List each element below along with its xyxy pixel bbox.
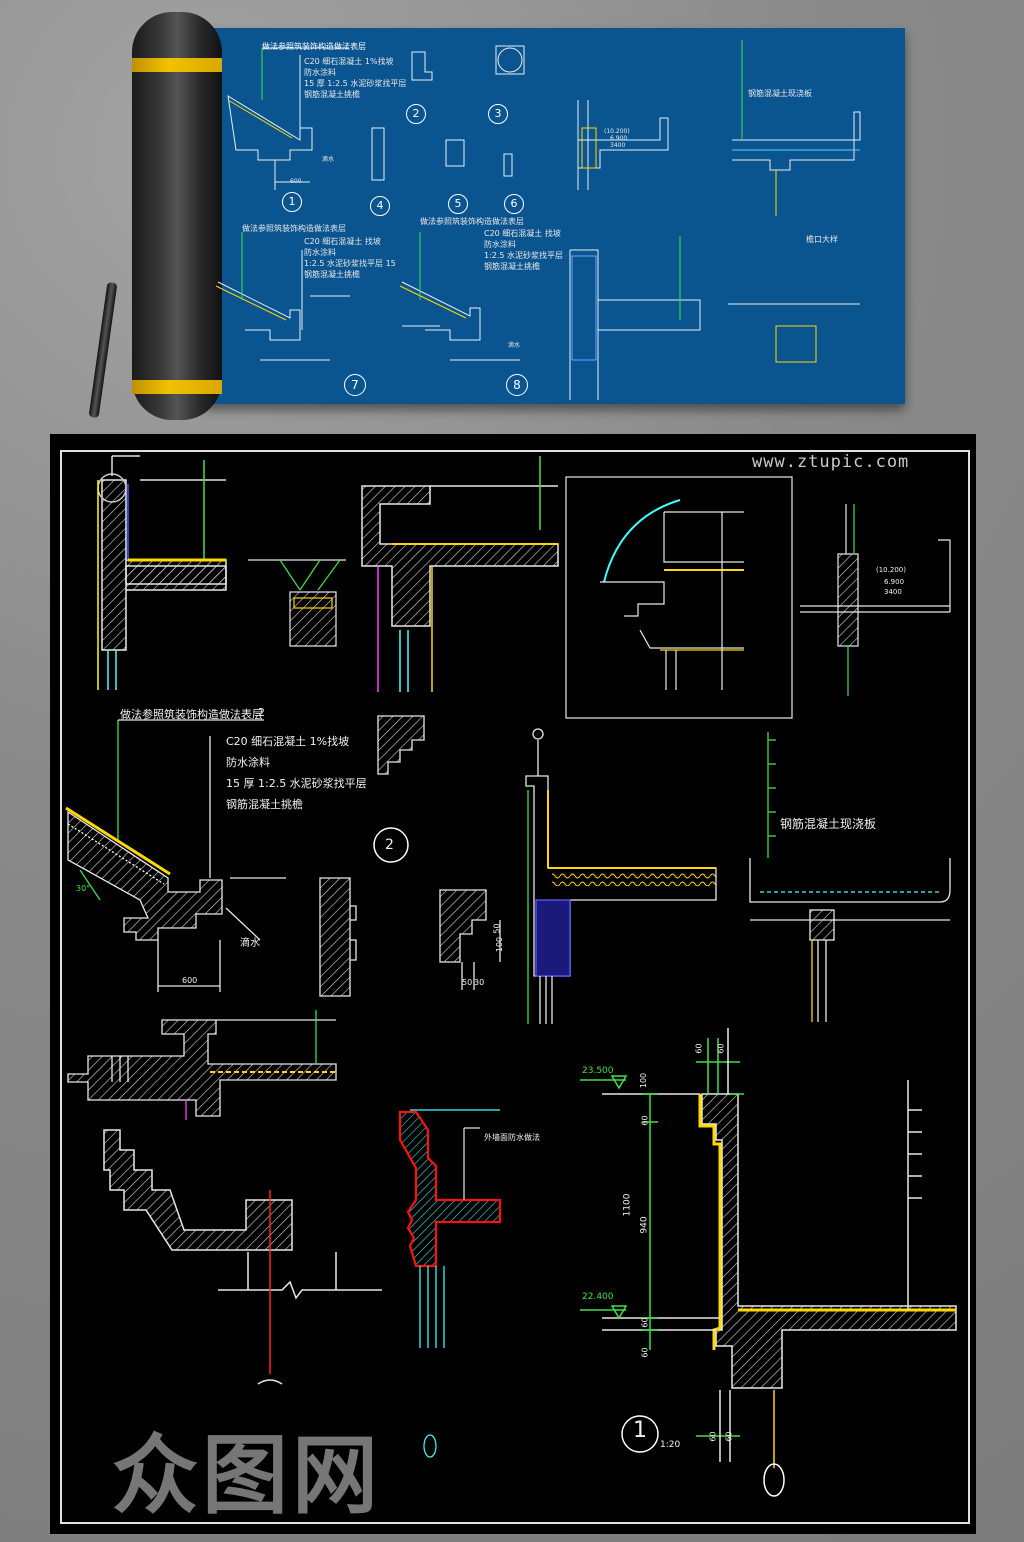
bp-note-line-3b: 防水涂料 <box>484 240 516 249</box>
bp-note-title-3: 做法参照筑装饰构造做法表层 <box>420 217 524 226</box>
cad-elev-mid: 6.900 <box>884 578 905 586</box>
paper-roll <box>132 12 222 420</box>
bp-callout-2: 2 <box>406 104 426 124</box>
bp-callout-7: 7 <box>344 374 366 396</box>
bp-elev-2: 6.900 <box>610 135 628 142</box>
cad-slope: 30° <box>76 884 91 893</box>
blueprint-drawings <box>215 40 861 400</box>
cad-dim-50: 50 <box>462 978 473 987</box>
bp-note-line-2b: 防水涂料 <box>304 248 336 257</box>
cad-dim-30: 30 <box>474 978 485 987</box>
cad-dim-50b: 50 <box>492 923 502 934</box>
cad-d-100: 100 <box>639 1072 649 1089</box>
cad-d-60-top1: 60 <box>694 1043 704 1054</box>
watermark-text: www.ztupic.com <box>752 452 910 472</box>
cad-elev-low: 3400 <box>884 588 902 596</box>
bp-note-line-3c: 1:2.5 水泥砂浆找平层 <box>484 251 564 260</box>
bp-note-title-1: 做法参照筑装饰构造做法表层 <box>262 42 366 51</box>
bp-note-line-3d: 钢筋混凝土挑檐 <box>484 262 540 271</box>
cad-dim-600: 600 <box>182 976 198 985</box>
bp-callout-8: 8 <box>506 374 528 396</box>
cad-d-60-bot2: 60 <box>724 1431 734 1442</box>
bp-dim-600: 600 <box>290 178 302 185</box>
cad-d-60: 60 <box>640 1115 650 1126</box>
cad-slab-label: 钢筋混凝土现浇板 <box>780 817 877 831</box>
roll-band-bottom <box>132 380 222 394</box>
bp-detail-title: 檐口大样 <box>806 235 838 244</box>
cad-note-title-num: 2 <box>258 706 265 719</box>
bp-slab-label: 钢筋混凝土现浇板 <box>748 89 812 98</box>
bp-elev-3: 3400 <box>610 142 626 149</box>
cad-drip-label: 滴水 <box>240 938 260 949</box>
bp-drip-2: 滴水 <box>508 342 521 349</box>
bp-callout-1: 1 <box>282 192 302 212</box>
bp-elev-1: (10.200) <box>604 128 630 135</box>
site-logo: 众图网 <box>112 1426 382 1526</box>
blueprint-sheet <box>205 28 905 404</box>
cad-d-60-top2: 60 <box>716 1043 726 1054</box>
cad-panel <box>50 434 976 1534</box>
cad-dim-100: 100 <box>495 936 505 953</box>
cad-note-line-2: 防水涂料 <box>226 756 270 769</box>
bp-note-line-1a: C20 细石混凝土 1%找坡 <box>304 57 394 66</box>
cad-note-line-1: C20 细石混凝土 1%找坡 <box>226 735 350 748</box>
bp-note-line-1b: 防水涂料 <box>304 68 336 77</box>
bp-note-line-2d: 钢筋混凝土挑檐 <box>304 270 360 279</box>
bp-note-line-2a: C20 细石混凝土 找坡 <box>304 237 381 246</box>
cad-d-60b: 60 <box>640 1317 650 1328</box>
cad-frame <box>60 450 970 1524</box>
bp-note-line-3a: C20 细石混凝土 找坡 <box>484 229 561 238</box>
bp-callout-5: 5 <box>448 194 468 214</box>
cad-d-940: 940 <box>639 1216 650 1234</box>
cad-elev-top: (10.200) <box>876 566 906 574</box>
cad-note-line-4: 钢筋混凝土挑檐 <box>226 798 303 811</box>
cad-scale: 1:20 <box>660 1440 681 1450</box>
cad-level-top: 23.500 <box>582 1066 614 1076</box>
cad-d-60-bot1: 60 <box>708 1431 718 1442</box>
cad-wall-note: 外墙面防水做法 <box>484 1133 540 1142</box>
bp-note-line-2c: 1:2.5 水泥砂浆找平层 15 <box>304 259 396 268</box>
roll-band-top <box>132 58 222 72</box>
bp-drip-1: 滴水 <box>322 156 335 163</box>
cad-callout-2: 2 <box>385 837 394 853</box>
cad-level-bottom: 22.400 <box>582 1292 614 1302</box>
cad-note-line-3: 15 厚 1:2.5 水泥砂浆找平层 <box>226 777 367 790</box>
cad-d-60c: 60 <box>640 1347 650 1358</box>
cad-callout-1: 1 <box>633 1418 647 1443</box>
bp-note-line-1c: 15 厚 1:2.5 水泥砂浆找平层 <box>304 79 407 88</box>
bp-callout-4: 4 <box>370 196 390 216</box>
cad-d-1100: 1100 <box>622 1193 633 1217</box>
bp-callout-3: 3 <box>488 104 508 124</box>
bp-note-line-1d: 钢筋混凝土挑檐 <box>304 90 360 99</box>
bp-callout-6: 6 <box>504 194 524 214</box>
cad-note-title: 做法参照筑装饰构造做法表层 <box>120 708 263 721</box>
bp-note-title-2: 做法参照筑装饰构造做法表层 <box>242 224 346 233</box>
